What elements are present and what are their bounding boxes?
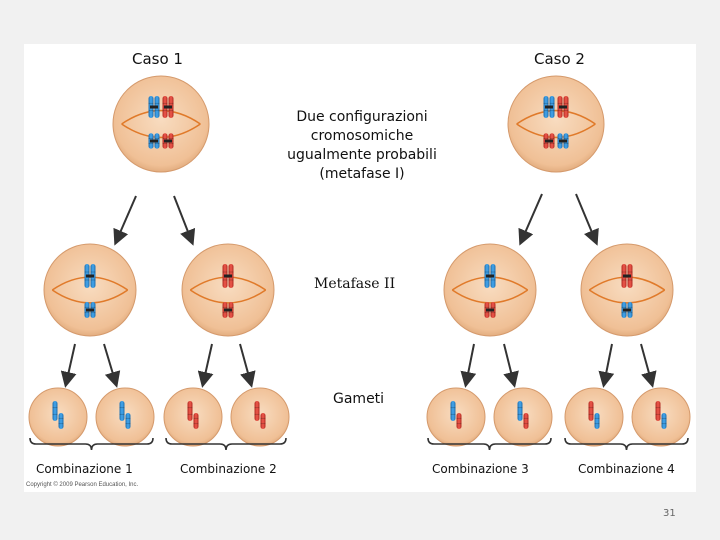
chromosome — [162, 133, 174, 149]
cell-metafase-1-caso-1 — [112, 75, 210, 173]
chromosome — [523, 413, 529, 429]
label-caso-1: Caso 1 — [132, 50, 183, 68]
chromosome — [148, 96, 160, 118]
arrow-icon — [598, 343, 615, 388]
label-combinazione-4: Combinazione 4 — [578, 462, 675, 476]
label-combinazione-2: Combinazione 2 — [180, 462, 277, 476]
cell-metafase-2-a — [43, 243, 137, 337]
cell-membrane — [564, 387, 624, 447]
chromosome — [222, 264, 234, 288]
arrow-icon — [197, 343, 214, 388]
chromosome — [588, 401, 594, 421]
chromosome — [84, 302, 96, 318]
label-combinazione-1: Combinazione 1 — [36, 462, 133, 476]
cell-gamete-2 — [95, 387, 155, 447]
chromosome — [661, 413, 667, 429]
copyright-notice: Copyright © 2009 Pearson Education, Inc. — [26, 482, 139, 488]
chromosome — [655, 401, 661, 421]
spindle — [516, 109, 596, 139]
cell-gamete-4 — [230, 387, 290, 447]
chromosome — [119, 401, 125, 421]
label-gameti: Gameti — [333, 391, 385, 407]
label-configurazioni-line-1: Due configurazioni — [296, 109, 428, 125]
arrow-icon — [503, 343, 519, 388]
cell-gamete-5 — [426, 387, 486, 447]
arrow-icon — [113, 195, 137, 246]
label-caso-2: Caso 2 — [534, 50, 585, 68]
chromosome — [594, 413, 600, 429]
cell-membrane — [507, 75, 605, 173]
chromosome — [484, 302, 496, 318]
chromosome — [484, 264, 496, 288]
label-configurazioni-line-4: (metafase I) — [319, 166, 405, 182]
cell-gamete-7 — [564, 387, 624, 447]
cell-gamete-1 — [28, 387, 88, 447]
cell-membrane — [95, 387, 155, 447]
brace-icon — [564, 437, 689, 451]
cell-membrane — [230, 387, 290, 447]
chromosome — [254, 401, 260, 421]
chromosome — [450, 401, 456, 421]
chromosome — [557, 96, 569, 118]
arrow-icon — [575, 193, 599, 246]
chromosome — [148, 133, 160, 149]
cell-membrane — [493, 387, 553, 447]
cell-membrane — [426, 387, 486, 447]
cell-metafase-1-caso-2 — [507, 75, 605, 173]
spindle — [121, 109, 201, 139]
cell-membrane — [443, 243, 537, 337]
label-configurazioni: Due configurazioni cromosomiche ugualmen… — [262, 108, 462, 184]
label-configurazioni-line-2: cromosomiche — [310, 128, 414, 144]
chromosome — [222, 302, 234, 318]
cell-membrane — [163, 387, 223, 447]
chromosome — [260, 413, 266, 429]
arrow-icon — [173, 195, 196, 246]
cell-membrane — [43, 243, 137, 337]
chromosome — [193, 413, 199, 429]
chromosome — [187, 401, 193, 421]
label-combinazione-3: Combinazione 3 — [432, 462, 529, 476]
cell-membrane — [28, 387, 88, 447]
chromosome — [84, 264, 96, 288]
chromosome — [125, 413, 131, 429]
cell-membrane — [112, 75, 210, 173]
arrow-icon — [60, 343, 77, 388]
cell-gamete-6 — [493, 387, 553, 447]
arrow-icon — [460, 343, 477, 388]
cell-metafase-2-b — [181, 243, 275, 337]
cell-gamete-8 — [631, 387, 691, 447]
label-configurazioni-line-3: ugualmente probabili — [287, 147, 437, 163]
label-metafase-2: Metafase II — [314, 276, 396, 292]
chromosome — [557, 133, 569, 149]
arrow-icon — [239, 343, 256, 388]
chromosome — [621, 264, 633, 288]
brace-icon — [427, 437, 552, 451]
chromosome — [52, 401, 58, 421]
arrow-icon — [640, 343, 657, 388]
cell-metafase-2-c — [443, 243, 537, 337]
chromosome — [543, 96, 555, 118]
cell-gamete-3 — [163, 387, 223, 447]
page-number: 31 — [663, 508, 676, 519]
cell-membrane — [580, 243, 674, 337]
chromosome — [58, 413, 64, 429]
cell-membrane — [181, 243, 275, 337]
brace-icon — [165, 437, 287, 451]
chromosome — [621, 302, 633, 318]
brace-icon — [29, 437, 154, 451]
arrow-icon — [518, 193, 543, 246]
chromosome — [456, 413, 462, 429]
chromosome — [543, 133, 555, 149]
cell-metafase-2-d — [580, 243, 674, 337]
cell-membrane — [631, 387, 691, 447]
chromosome — [162, 96, 174, 118]
arrow-icon — [103, 343, 121, 388]
chromosome — [517, 401, 523, 421]
